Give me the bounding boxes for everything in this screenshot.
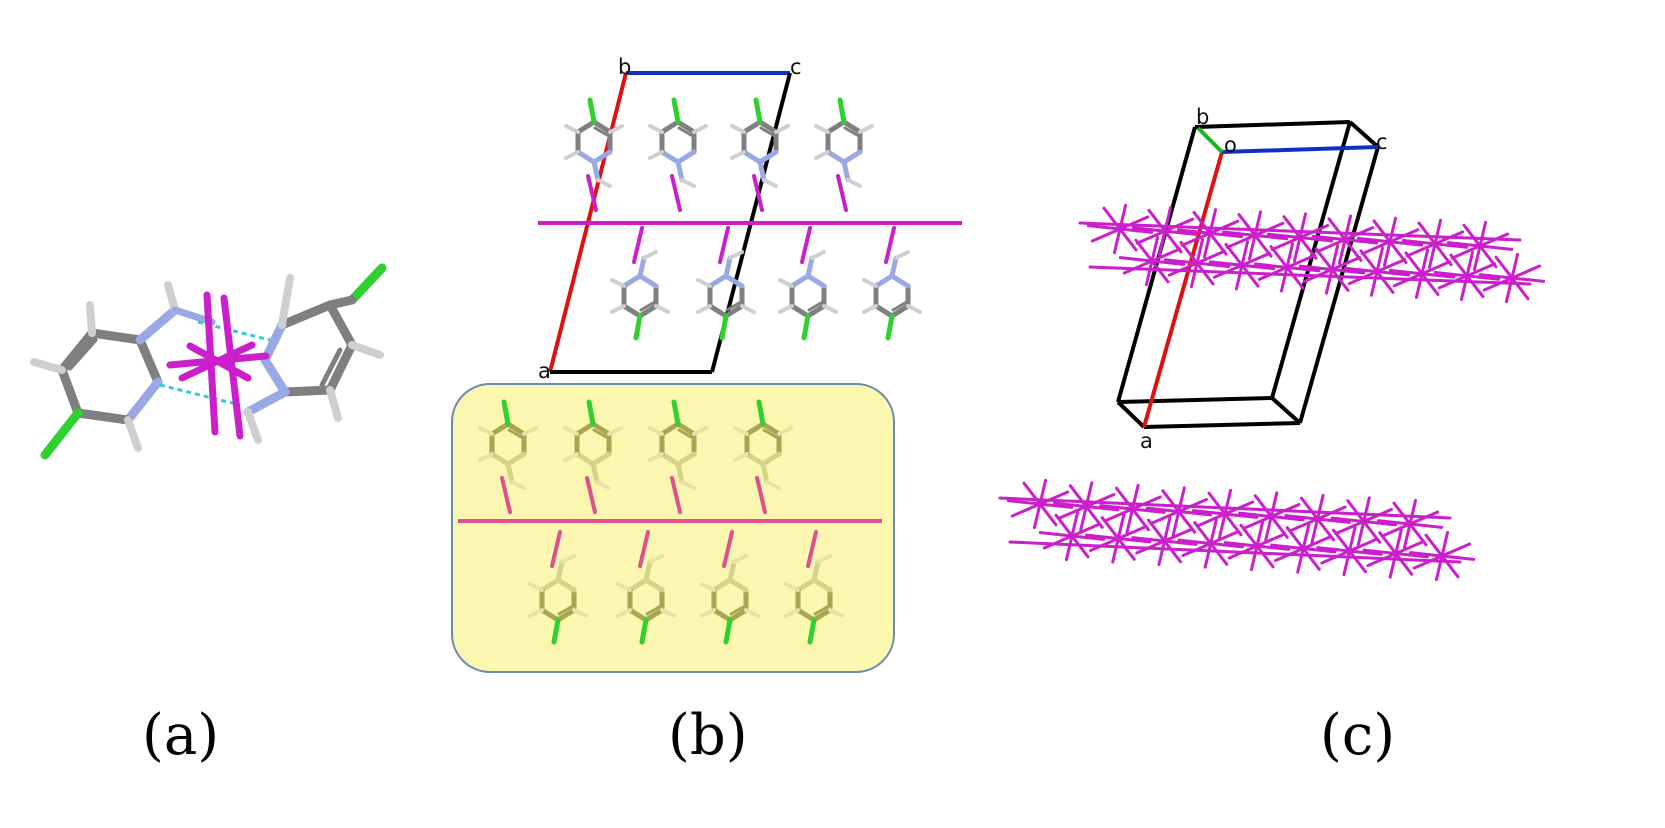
contact-star <box>1343 246 1411 297</box>
contact-star <box>1298 244 1366 295</box>
contact-star <box>1238 491 1305 542</box>
contact-star <box>1401 218 1469 270</box>
axis-c-c <box>1221 145 1379 154</box>
contact-star <box>1053 481 1120 532</box>
layer-line <box>1078 221 1522 242</box>
inset-panel <box>451 383 895 673</box>
unit-cell-c <box>1116 120 1380 429</box>
panel-a-dimer <box>30 263 387 460</box>
contact-star <box>1086 203 1154 255</box>
pyridine-molecule <box>478 399 538 514</box>
axis-label-b: b <box>618 55 631 79</box>
pyridine-molecule <box>730 97 790 212</box>
contact-star <box>1223 520 1291 572</box>
inset-molecules <box>478 399 844 645</box>
contact-star <box>1478 252 1546 304</box>
axis-label-c-c: c <box>1376 130 1388 154</box>
magenta-layer-bottom <box>998 478 1476 582</box>
pyridine-molecule <box>648 97 708 212</box>
pyridine-molecule <box>648 399 708 514</box>
contact-star <box>1131 205 1199 257</box>
left-pyridine-ring <box>30 281 216 460</box>
panel-c-layers: b o c a <box>998 105 1546 582</box>
axis-b-c <box>1196 126 1224 154</box>
layer-line <box>1008 540 1462 564</box>
caption-b: (b) <box>668 703 748 768</box>
contact-star <box>1118 235 1186 287</box>
contact-star <box>1145 486 1212 537</box>
axis-label-a: a <box>538 359 551 383</box>
pyridine-molecule <box>616 530 676 645</box>
layer-line <box>998 496 1452 520</box>
contact-star <box>1311 214 1379 265</box>
pyridine-molecule <box>528 530 588 645</box>
contact-star <box>1316 525 1383 577</box>
contact-star <box>1408 530 1476 582</box>
pyridine-molecule <box>814 97 874 212</box>
contact-star <box>1388 248 1456 299</box>
contact-star <box>1163 237 1231 289</box>
pyridine-molecule <box>610 226 670 341</box>
right-pyridine-ring <box>243 263 387 444</box>
pyridine-molecule <box>733 399 793 514</box>
pyridine-molecule <box>784 530 844 645</box>
contact-star <box>1176 208 1244 259</box>
pyridine-molecule <box>564 97 624 212</box>
contact-star <box>1221 210 1289 261</box>
pyridine-molecule <box>778 226 838 341</box>
pyridine-molecule <box>696 226 756 341</box>
contact-star <box>1266 212 1334 263</box>
contact-star <box>1191 488 1259 540</box>
axis-label-b-c: b <box>1196 105 1209 129</box>
central-contact-marker <box>166 291 270 440</box>
contact-star <box>1362 528 1429 579</box>
contact-star <box>1433 250 1501 302</box>
axis-label-a-c: a <box>1140 429 1153 453</box>
contact-star <box>1356 216 1424 267</box>
pyridine-molecule <box>563 399 623 514</box>
magenta-layer-top <box>1078 203 1546 304</box>
caption-a: (a) <box>142 703 220 768</box>
layer-line <box>1088 265 1532 286</box>
axis-a-c <box>1142 151 1224 428</box>
caption-c: (c) <box>1320 703 1396 768</box>
pyridine-molecule <box>700 530 760 645</box>
origin-label: o <box>1224 133 1237 157</box>
contact-star <box>1006 478 1074 530</box>
contact-star <box>1270 523 1337 574</box>
contact-star <box>1284 493 1351 545</box>
contact-star <box>1208 240 1276 291</box>
contact-star <box>1099 483 1166 535</box>
molecules-b <box>564 97 922 341</box>
pyridine-molecule <box>862 226 922 341</box>
panel-b-packing: b c a <box>451 55 962 673</box>
axis-label-c: c <box>790 55 802 79</box>
